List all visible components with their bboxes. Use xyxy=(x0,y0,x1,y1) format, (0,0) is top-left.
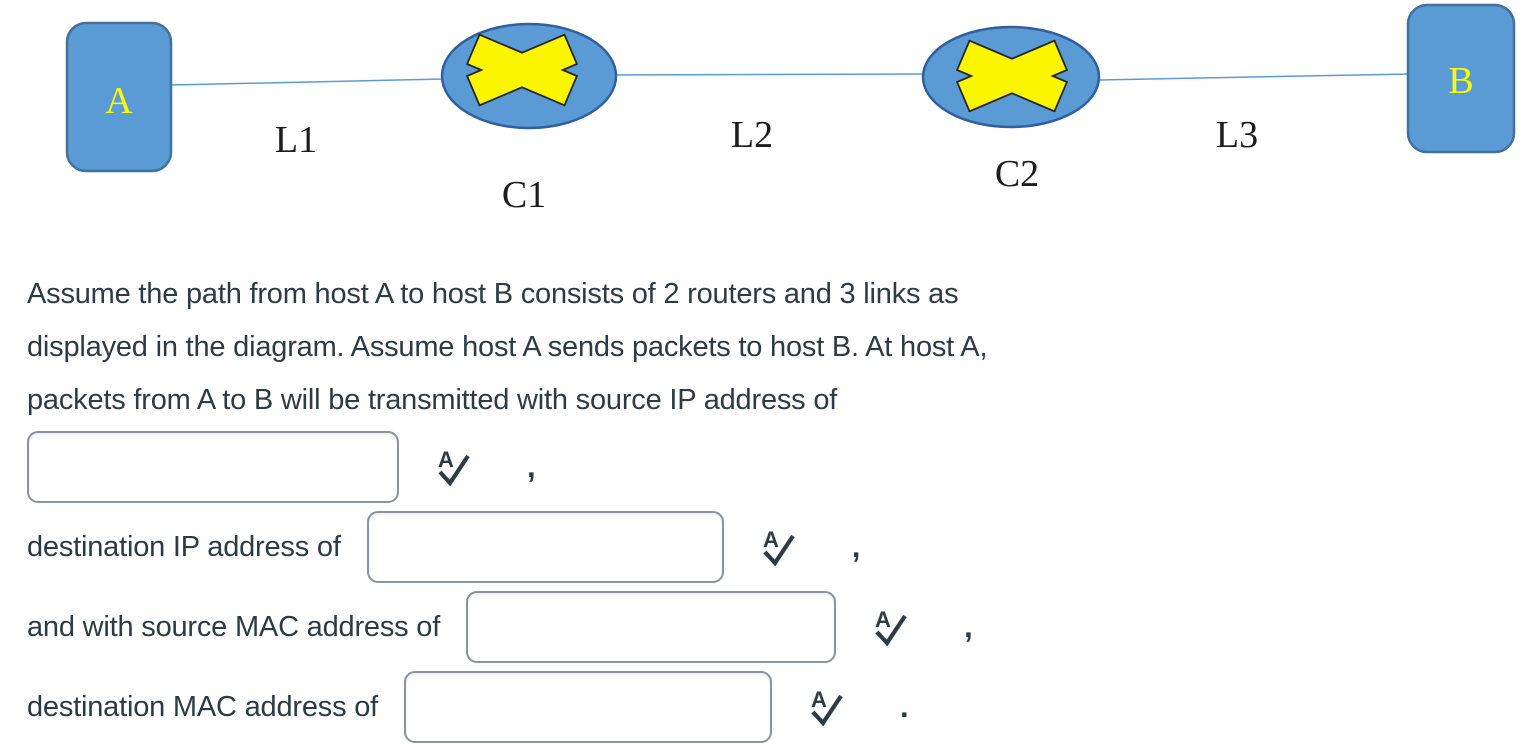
punctuation: , xyxy=(851,529,861,564)
svg-text:A: A xyxy=(811,688,827,712)
router-c2-x-icon xyxy=(955,39,1069,113)
spellcheck-icon: A xyxy=(811,688,843,726)
punctuation: , xyxy=(964,609,973,644)
host-b-letter: B xyxy=(1448,60,1473,102)
source-mac-answer-input[interactable] xyxy=(466,591,837,663)
network-diagram: A B L1 C1 L2 C2 xyxy=(0,0,1527,238)
link-l2-label: L2 xyxy=(731,114,773,156)
blank-row-source-mac: and with source MAC address of A , xyxy=(27,587,1527,667)
spellcheck-icon: A xyxy=(875,608,907,646)
question-text-line-1: Assume the path from host A to host B co… xyxy=(27,278,959,310)
host-a-letter: A xyxy=(105,80,133,122)
router-c2-label: C2 xyxy=(995,153,1039,195)
question-text-line-3: packets from A to B will be transmitted … xyxy=(27,384,838,416)
link-l1-line xyxy=(171,78,445,86)
spellcheck-icon: A xyxy=(763,528,795,566)
destination-mac-answer-input[interactable] xyxy=(404,671,773,743)
question-text-line-2: displayed in the diagram. Assume host A … xyxy=(27,331,988,363)
spellcheck-icon: A xyxy=(438,448,470,486)
network-diagram-svg: A B L1 C1 L2 C2 xyxy=(65,3,1516,216)
blank-label: destination MAC address of xyxy=(27,690,379,723)
blank-label: destination IP address of xyxy=(27,530,341,563)
router-c1-label: C1 xyxy=(502,174,546,216)
destination-ip-answer-input[interactable] xyxy=(366,511,724,583)
blank-row-dest-mac: destination MAC address of A . xyxy=(27,667,1527,747)
answer-blanks: A , destination IP address of A , and wi… xyxy=(27,427,1527,747)
blank-row-dest-ip: destination IP address of A , xyxy=(27,507,1527,587)
source-ip-answer-input[interactable] xyxy=(27,431,399,503)
host-b-node xyxy=(1406,3,1516,154)
svg-text:A: A xyxy=(763,528,779,552)
link-l3-label: L3 xyxy=(1216,114,1258,156)
question-text: Assume the path from host A to host B co… xyxy=(27,268,1527,427)
blank-row-source-ip: A , xyxy=(27,427,1527,507)
link-l1-label: L1 xyxy=(275,119,317,161)
punctuation: , xyxy=(527,449,536,484)
blank-label: and with source MAC address of xyxy=(27,610,441,643)
host-a-node xyxy=(65,21,173,173)
link-l3-line xyxy=(1098,73,1409,81)
link-l2-line xyxy=(607,73,924,76)
router-c1-x-icon xyxy=(465,33,579,107)
svg-text:A: A xyxy=(438,448,454,472)
svg-text:A: A xyxy=(875,608,891,632)
punctuation: . xyxy=(900,689,909,724)
